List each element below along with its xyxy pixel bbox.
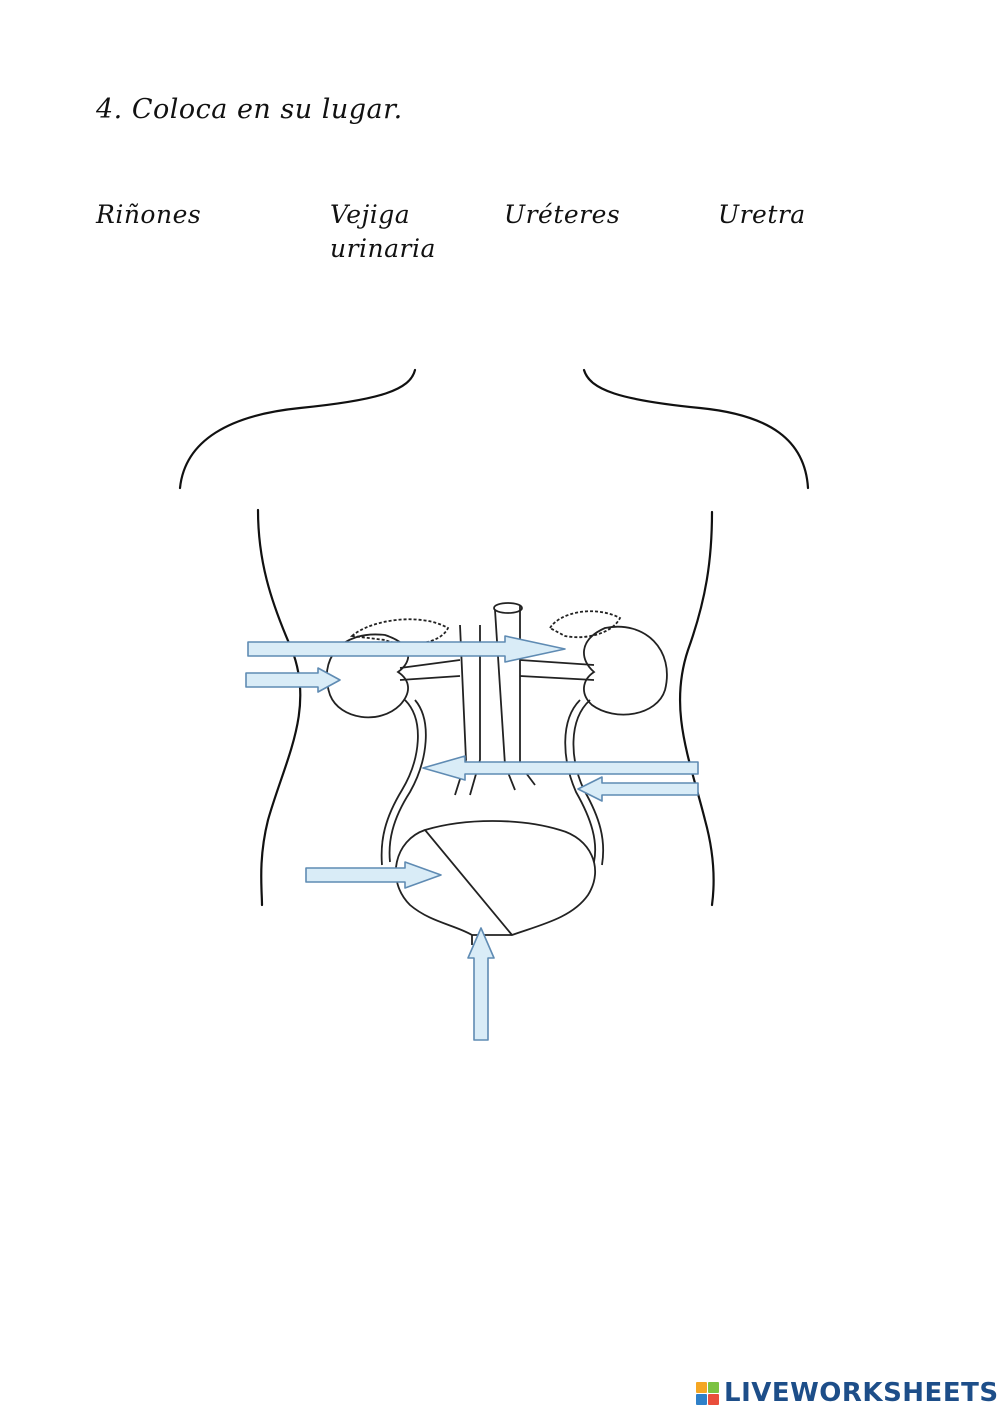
renal-vessels <box>399 659 595 681</box>
answer-arrow-2[interactable] <box>245 667 341 693</box>
word-bank-kidneys: Riñones <box>96 200 202 229</box>
right-ureter-inner <box>564 699 597 863</box>
torso-outline-left-side <box>256 508 302 907</box>
answer-arrow-1[interactable] <box>247 635 566 663</box>
right-adrenal-gland <box>548 610 622 639</box>
answer-arrow-3[interactable] <box>422 755 699 781</box>
urinary-bladder <box>394 820 597 945</box>
torso-outline-right-side <box>678 510 715 907</box>
liveworksheets-logo-icon <box>696 1381 719 1405</box>
aorta-top <box>493 602 523 614</box>
aorta <box>494 605 521 766</box>
left-adrenal-gland <box>349 618 450 646</box>
right-kidney <box>583 625 668 716</box>
left-ureter <box>380 699 419 866</box>
liveworksheets-logo: LIVEWORKSHEETS <box>696 1374 999 1412</box>
word-bank-bladder: Vejiga urinaria <box>330 200 436 263</box>
answer-arrow-4[interactable] <box>577 776 699 802</box>
answer-arrow-5[interactable] <box>305 861 442 889</box>
torso-outline-right-shoulder <box>582 368 810 490</box>
liveworksheets-brand-text: LIVEWORKSHEETS <box>724 1378 999 1408</box>
left-kidney <box>325 633 410 719</box>
word-bank-ureters: Uréteres <box>504 200 621 229</box>
word-bank-urethra: Uretra <box>718 200 806 229</box>
left-ureter-inner <box>388 699 427 863</box>
exercise-title: 4. Coloca en su lugar. <box>96 94 403 125</box>
torso-outline-left-shoulder <box>178 368 417 490</box>
answer-arrow-6[interactable] <box>467 927 495 1041</box>
